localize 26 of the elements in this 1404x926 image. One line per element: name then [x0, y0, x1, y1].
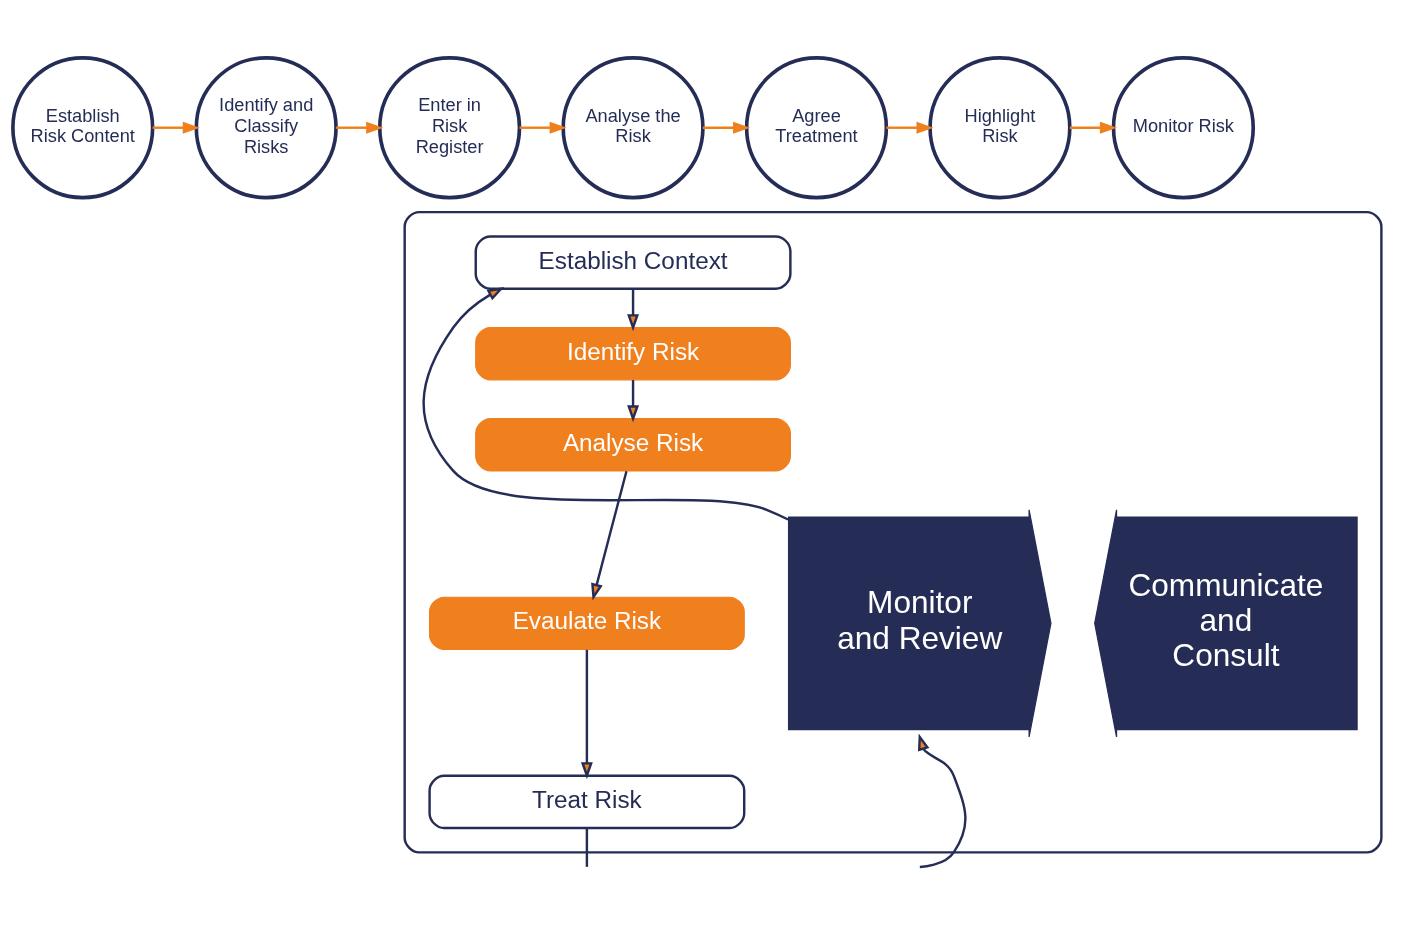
node-circle: Agree Treatment: [744, 56, 889, 200]
arrow: [886, 121, 934, 134]
arrow: [917, 733, 967, 869]
arrow: [422, 287, 789, 521]
cluster: [403, 210, 1383, 854]
node-box: Identify Risk: [475, 326, 791, 381]
node-box: Establish Context: [474, 235, 792, 290]
arrow: [591, 470, 628, 601]
arrow: [580, 649, 593, 780]
arrow: [627, 380, 640, 423]
arrow: [336, 121, 384, 134]
node-circle: Monitor Risk: [1111, 56, 1256, 200]
connector: [585, 828, 589, 867]
arrow: [702, 121, 751, 134]
node-circle: Highlight Risk: [928, 56, 1072, 200]
node-box: Treat Risk: [428, 774, 746, 830]
node-circle: Analyse the Risk: [561, 56, 705, 200]
node-circle: Identify and Classify Risks: [194, 56, 338, 200]
arrow: [152, 121, 200, 134]
arrow: [1069, 121, 1117, 134]
node-box: Evaulate Risk: [428, 596, 745, 651]
node-circle: Establish Risk Content: [11, 56, 155, 200]
arrow: [519, 121, 567, 134]
arrow: [627, 288, 640, 332]
node-circle: Enter in Risk Register: [377, 56, 522, 200]
node-box: Analyse Risk: [475, 418, 791, 472]
